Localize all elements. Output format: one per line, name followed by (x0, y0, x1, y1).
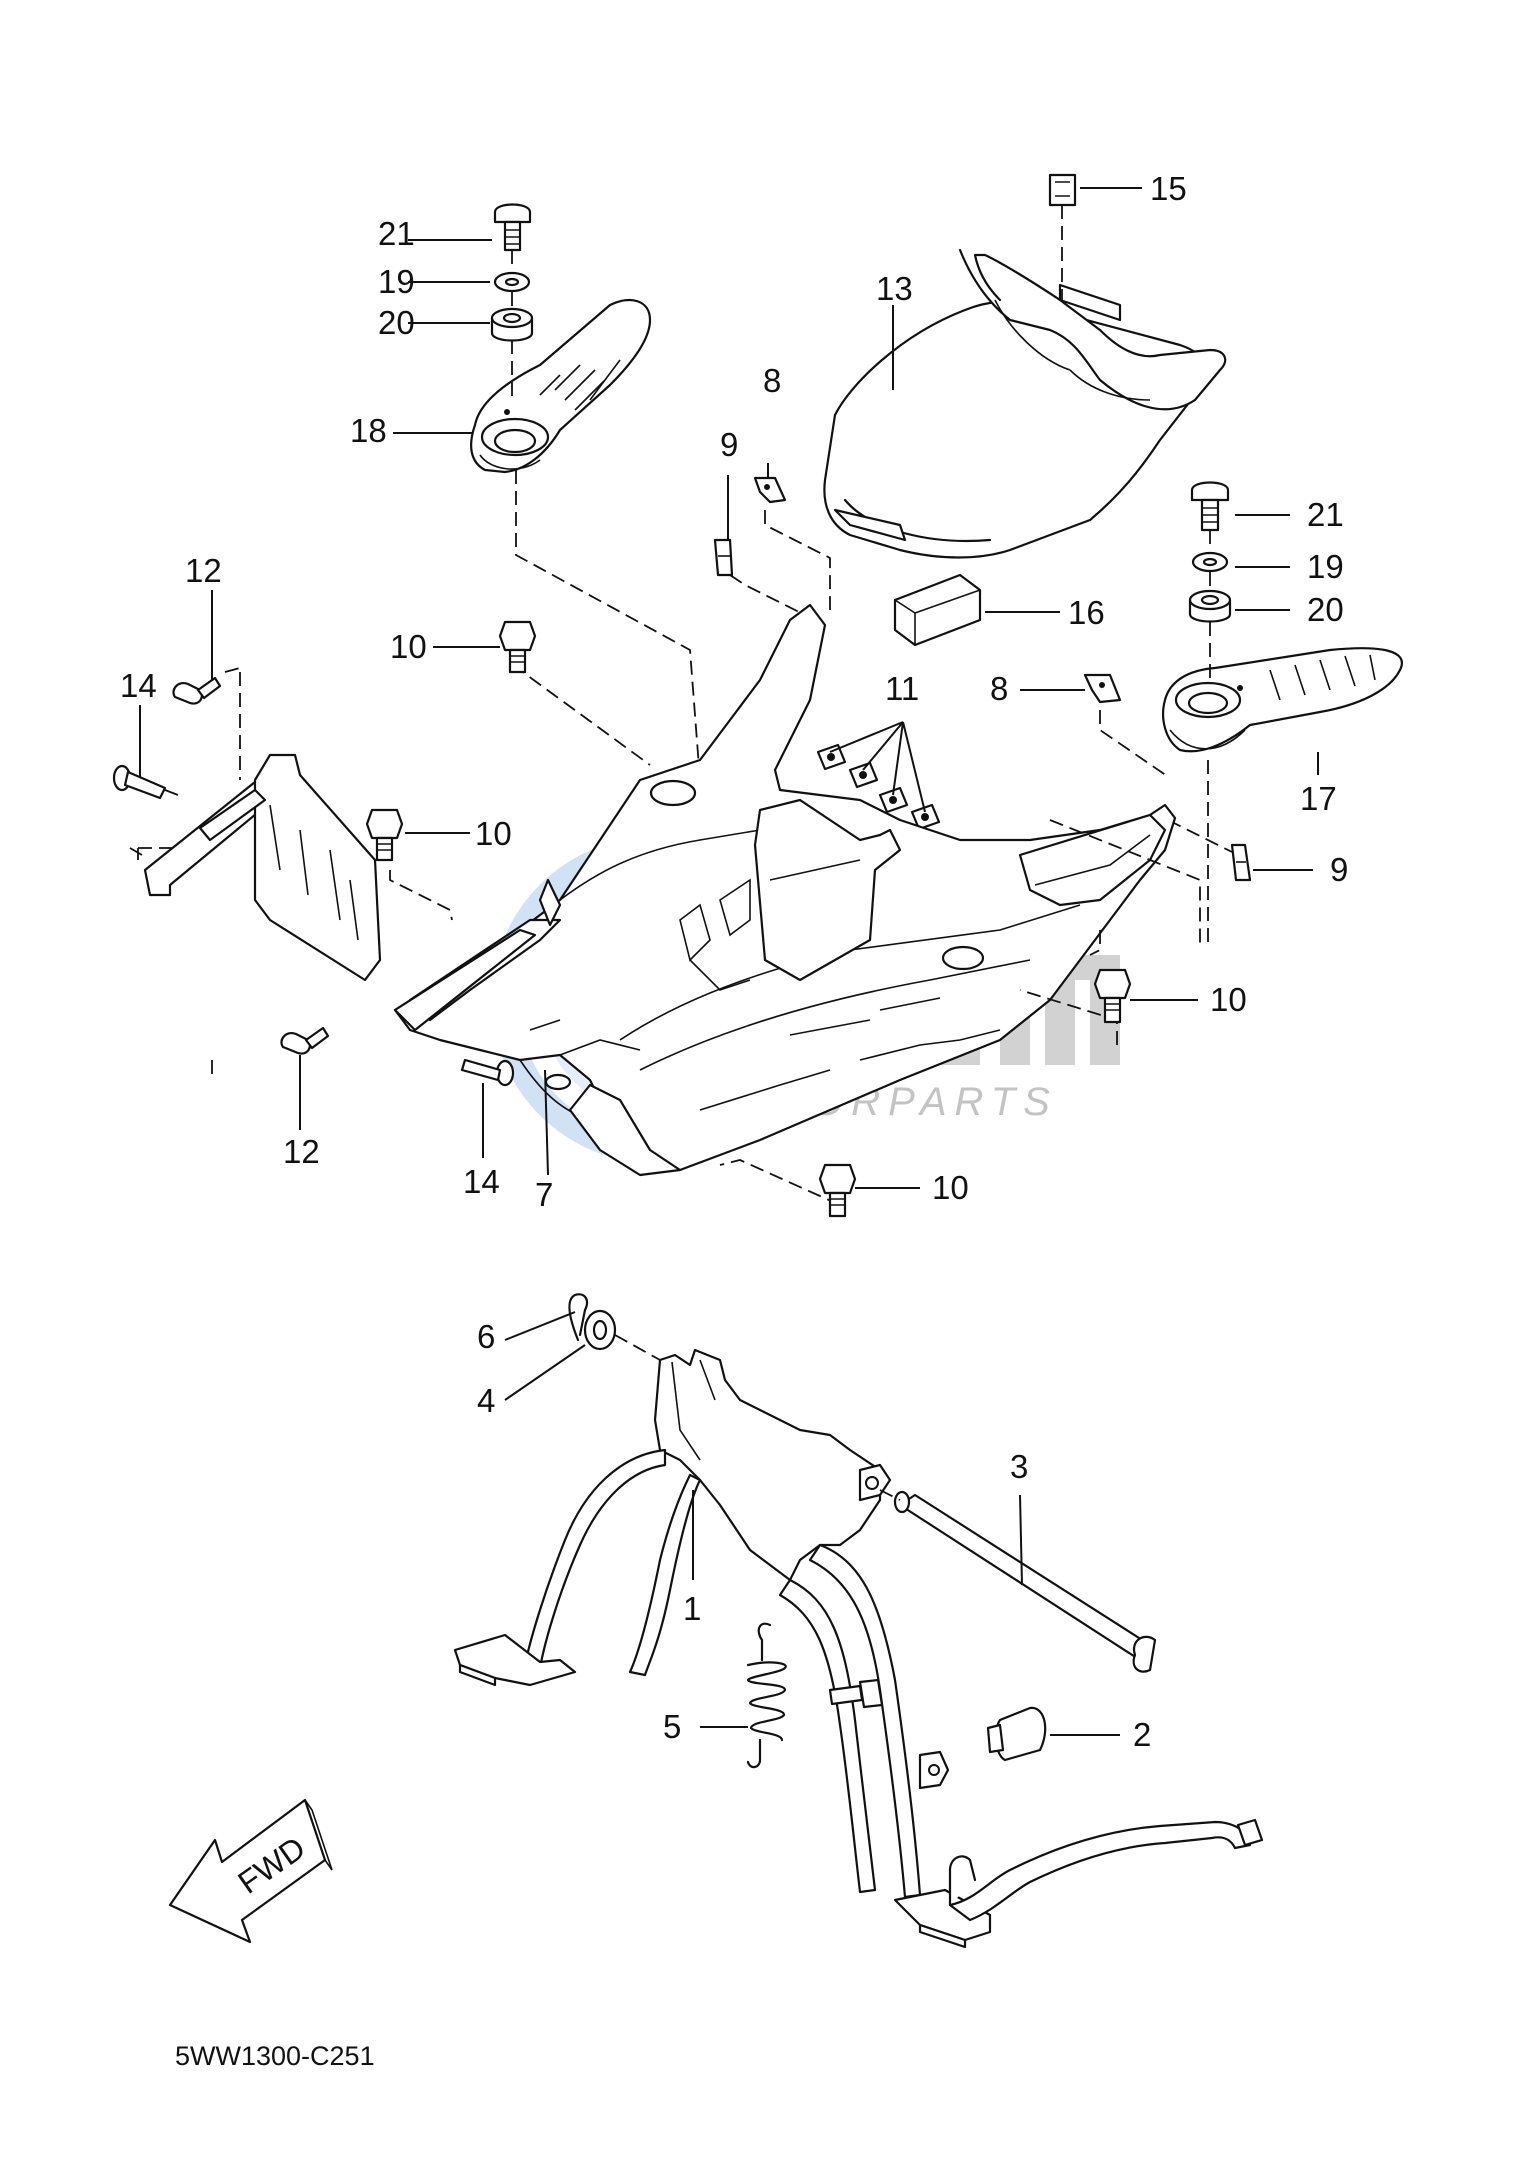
callout-3: 3 (1010, 1448, 1028, 1485)
callout-16: 16 (1068, 594, 1105, 631)
part-16-damper-sponge (893, 573, 982, 647)
callout-21-left: 21 (378, 215, 415, 252)
part-10-bolt-c (1093, 968, 1132, 1024)
callout-8-right: 8 (990, 670, 1008, 707)
callout-10-c: 10 (1210, 981, 1247, 1018)
part-10-bolt-d (818, 1163, 857, 1218)
part-3-shaft (893, 1490, 1157, 1673)
part-14-bolt-upper (112, 764, 167, 800)
callout-14-upper: 14 (120, 667, 157, 704)
diagram-code: 5WW1300-C251 (175, 2041, 375, 2071)
part-5-spring (746, 1622, 787, 1769)
callout-10-d: 10 (932, 1169, 969, 1206)
part-19-washer-left (493, 271, 531, 293)
callout-20-left: 20 (378, 304, 415, 341)
part-1-main-stand (453, 1348, 1264, 1949)
callout-9-upper: 9 (720, 426, 738, 463)
part-14-bolt-lower (460, 1058, 515, 1087)
part-15-clip (1048, 173, 1077, 207)
part-2-stopper (986, 1706, 1047, 1762)
part-8-bracket-upper (753, 476, 787, 504)
fwd-arrow-icon: FWD (168, 1798, 333, 1944)
callout-7: 7 (535, 1176, 553, 1213)
callout-6: 6 (477, 1318, 495, 1355)
callout-11: 11 (885, 670, 919, 707)
part-12-screw-upper (172, 676, 222, 705)
part-20-grommet-right (1188, 589, 1232, 623)
part-20-grommet-left (490, 307, 534, 342)
callout-19-left: 19 (378, 263, 415, 300)
part-19-washer-right (1191, 551, 1229, 573)
callout-12-lower: 12 (283, 1133, 320, 1170)
part-21-bolt-left (493, 203, 532, 252)
part-7-floor-board (137, 603, 1177, 1177)
callout-20-right: 20 (1307, 591, 1344, 628)
part-13-inner-cover (823, 248, 1227, 559)
callout-17: 17 (1300, 780, 1337, 817)
part-10-bolt-a (498, 620, 537, 674)
part-9-clip-upper (713, 538, 734, 577)
callout-1: 1 (683, 1590, 701, 1627)
callout-10-a: 10 (390, 628, 427, 665)
part-18-footrest-left (470, 298, 652, 474)
callout-12-upper: 12 (185, 552, 222, 589)
callout-10-b: 10 (475, 815, 512, 852)
part-6-cotter-pin (568, 1293, 589, 1342)
part-12-screw-lower (280, 1026, 330, 1055)
part-10-bolt-b (365, 808, 404, 862)
callouts: 21 19 20 18 8 9 15 13 16 21 19 20 8 11 1… (120, 170, 1348, 1753)
callout-19-right: 19 (1307, 548, 1344, 585)
callout-14-lower: 14 (463, 1163, 500, 1200)
part-17-footrest-right (1162, 647, 1403, 753)
part-8-bracket-right (1083, 673, 1122, 704)
callout-4: 4 (477, 1382, 495, 1419)
callout-21-right: 21 (1307, 496, 1344, 533)
part-21-bolt-right (1190, 481, 1230, 532)
callout-9-right: 9 (1330, 851, 1348, 888)
leader-lines (139, 187, 1319, 1736)
callout-5: 5 (663, 1708, 681, 1745)
callout-18: 18 (350, 412, 387, 449)
callout-8-upper: 8 (763, 362, 781, 399)
callout-2: 2 (1133, 1716, 1151, 1753)
callout-15: 15 (1150, 170, 1187, 207)
callout-13: 13 (876, 270, 913, 307)
part-4-washer (583, 1309, 617, 1351)
part-9-clip-right (1230, 843, 1252, 882)
